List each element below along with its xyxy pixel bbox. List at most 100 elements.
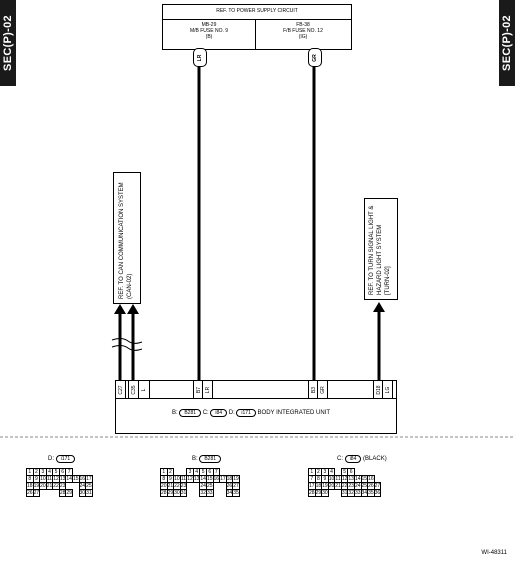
connector-pin: 13 xyxy=(58,475,67,483)
connector-pin: 33 xyxy=(205,489,214,497)
connector-pin: 28 xyxy=(160,489,168,497)
connector-pin: 14 xyxy=(199,475,207,483)
body-integrated-unit: B: B281 C: i84 D: i171 BODY INTEGRATED U… xyxy=(115,380,397,434)
connector-pin: 34 xyxy=(360,489,369,497)
connector-pin: 22 xyxy=(173,482,181,490)
connector-pin: 11 xyxy=(179,475,188,483)
connector-c-code: i84 xyxy=(344,455,362,463)
connector-pin: 10 xyxy=(327,475,336,483)
connector-pin: 15 xyxy=(360,475,369,483)
connector-pin: 19 xyxy=(321,482,329,490)
pin-c35-wire: L xyxy=(138,380,150,399)
wire-tag-lr-top: LR xyxy=(193,48,207,67)
section-tab-right: SEC(P)-02 xyxy=(499,0,515,86)
connector-pin: 28 xyxy=(58,489,67,497)
connector-pin: 31 xyxy=(340,489,349,497)
connector-pin: 21 xyxy=(45,482,54,490)
connector-pin: 16 xyxy=(212,475,221,483)
connector-pin: 19 xyxy=(232,475,240,483)
connector-d-code: i171 xyxy=(55,455,76,463)
connector-pin: 25 xyxy=(360,482,369,490)
pin-b7-wire: LR xyxy=(202,380,213,399)
connector-pin: 12 xyxy=(52,475,60,483)
connector-pin: 20 xyxy=(327,482,336,490)
connector-pin: 6 xyxy=(347,468,355,476)
connector-pin: 26 xyxy=(367,482,375,490)
connector-d-header: D: i171 xyxy=(48,455,76,463)
connector-pin: 27 xyxy=(232,482,240,490)
connector-pin: 22 xyxy=(52,482,60,490)
wire-tag-gr-top: GR xyxy=(308,48,322,67)
connector-b281-badge: B281 xyxy=(179,409,202,417)
connector-pin: 13 xyxy=(347,475,355,483)
connector-pin: 33 xyxy=(353,489,362,497)
connector-pin: 20 xyxy=(160,482,168,490)
connector-pin: 24 xyxy=(78,482,87,490)
connector-i171-badge: i171 xyxy=(236,409,256,417)
ref-turn-box: REF. TO TURN SIGNAL LIGHT &HAZARD LIGHT … xyxy=(364,198,398,300)
connector-pin: 20 xyxy=(39,482,47,490)
connector-pin: 26 xyxy=(26,489,34,497)
connector-pin: 23 xyxy=(347,482,355,490)
pin-b3-wire: GR xyxy=(317,380,328,399)
connector-pin: 29 xyxy=(166,489,175,497)
pin-d18-wire: LG xyxy=(382,380,393,399)
connector-pin: 30 xyxy=(173,489,181,497)
connector-pin: 29 xyxy=(65,489,73,497)
connector-b-code: B281 xyxy=(199,455,222,463)
connector-pin: 16 xyxy=(367,475,375,483)
connector-pin: 21 xyxy=(166,482,175,490)
connector-pin: 31 xyxy=(179,489,188,497)
connector-pin: 25 xyxy=(205,482,214,490)
unit-name: BODY INTEGRATED UNIT xyxy=(257,410,330,416)
figure-id: WI-48311 xyxy=(481,550,507,556)
connector-pin: 18 xyxy=(225,475,234,483)
connector-pin: 36 xyxy=(373,489,382,497)
connector-pin: 18 xyxy=(314,482,323,490)
connector-pin: 7 xyxy=(65,468,73,476)
connector-pin: 17 xyxy=(308,482,316,490)
connector-c-color: (BLACK) xyxy=(363,456,387,462)
connector-pin: 12 xyxy=(186,475,194,483)
connector-c-header: C: i84 (BLACK) xyxy=(337,455,387,463)
connector-pin: 24 xyxy=(199,482,207,490)
connector-pin: 7 xyxy=(212,468,221,476)
connector-pin: 28 xyxy=(308,489,316,497)
connector-pin: 21 xyxy=(334,482,342,490)
connector-pin: 27 xyxy=(373,482,382,490)
connector-pin: 32 xyxy=(199,489,207,497)
power-supply-title: REF. TO POWER SUPPLY CIRCUIT xyxy=(216,8,298,14)
connector-pin: 35 xyxy=(367,489,375,497)
connector-pin: 25 xyxy=(85,482,93,490)
connector-pin: 30 xyxy=(78,489,87,497)
connector-pin: 10 xyxy=(173,475,181,483)
connector-pin: 11 xyxy=(45,475,54,483)
connector-pin: 27 xyxy=(32,489,41,497)
connector-pin: 16 xyxy=(78,475,87,483)
connector-pin: 14 xyxy=(353,475,362,483)
unit-legend: B: B281 C: i84 D: i171 BODY INTEGRATED U… xyxy=(172,409,330,417)
connector-pin: 29 xyxy=(314,489,323,497)
connector-pin: 32 xyxy=(347,489,355,497)
connector-pin: 23 xyxy=(58,482,67,490)
connector-pin: 34 xyxy=(225,489,234,497)
ref-can-box: REF. TO CAN COMMUNICATION SYSTEM(CAN-02) xyxy=(113,172,141,304)
connector-pin: 10 xyxy=(39,475,47,483)
connector-pin: 35 xyxy=(232,489,240,497)
connector-pin: 11 xyxy=(334,475,342,483)
connector-pin: 31 xyxy=(85,489,93,497)
ref-can-label: REF. TO CAN COMMUNICATION SYSTEM(CAN-02) xyxy=(119,182,133,299)
connector-pin: 24 xyxy=(353,482,362,490)
ref-turn-label: REF. TO TURN SIGNAL LIGHT &HAZARD LIGHT … xyxy=(369,205,391,295)
connector-pin: 30 xyxy=(321,489,329,497)
connector-pin: 15 xyxy=(71,475,80,483)
connector-i84-badge: i84 xyxy=(210,409,228,417)
connector-pin: 13 xyxy=(192,475,201,483)
connector-pin: 22 xyxy=(340,482,349,490)
connector-pin: 17 xyxy=(85,475,93,483)
connector-pin: 23 xyxy=(179,482,188,490)
